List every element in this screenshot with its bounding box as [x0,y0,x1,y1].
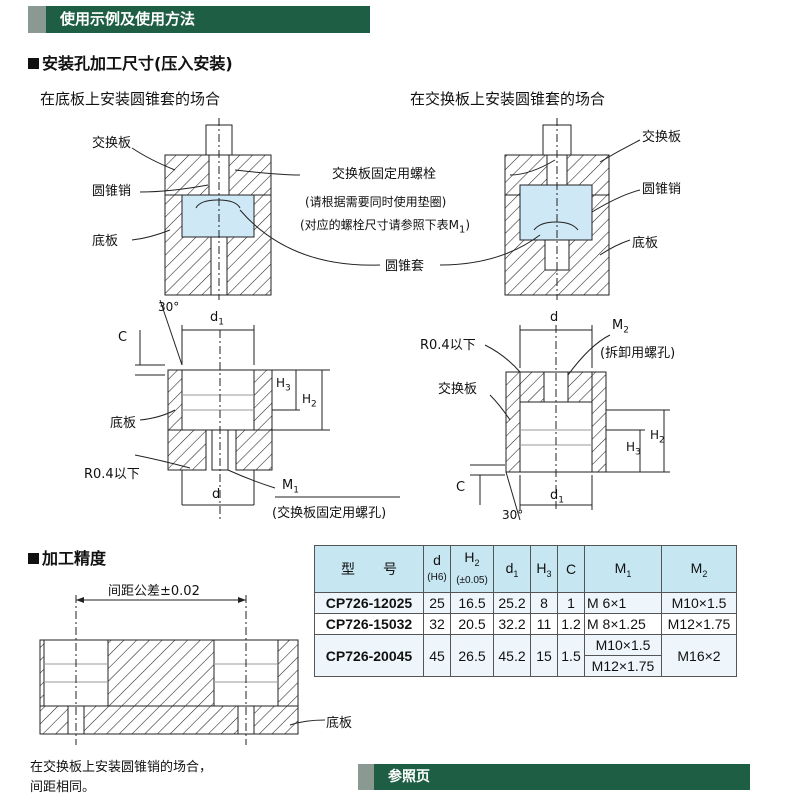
dim-m2-note: (拆卸用螺孔) [600,346,676,361]
dim-h3-left: H3 [276,376,291,394]
dim-d-left: d [212,487,221,502]
dim-c-left: C [118,330,128,345]
table-header-row: 型 号 d(H6) H2(±0.05) d1 H3 C M1 M2 [314,545,737,593]
header-c: C [557,545,585,593]
dim-d1-right: d1 [550,488,564,506]
right-assembly-drawing [504,118,610,300]
pitch-tolerance: 间距公差±0.02 [108,584,200,599]
precision-note-line1: 在交换板上安装圆锥销的场合， [30,760,213,775]
header-h2: H2(±0.05) [450,545,494,593]
label-exchange-right-bottom: 交换板 [438,382,478,397]
header-d1: d1 [493,545,531,593]
left-hole-drawing [134,299,400,520]
left-assembly-drawing [164,118,272,300]
dim-d1-left: d1 [210,310,224,328]
banner-stub [28,6,46,33]
precision-section-title: 加工精度 [28,545,106,569]
leader-lines [131,139,641,266]
header-m1: M1 [584,545,662,593]
bolt-note-3: (对应的螺栓尺寸请参照下表M1) [300,218,471,236]
label-taper-pin-left: 圆锥销 [92,184,132,199]
table-row: CP726-20045 45 26.5 45.2 15 1.5 M10×1.5 … [314,634,737,677]
precision-note-line2: 间距相同。 [30,780,96,795]
left-caption: 在底板上安装圆锥套的场合 [40,90,221,108]
dim-angle-left: 30° [158,300,180,314]
right-hole-drawing [470,325,670,521]
dim-h2-left: H2 [302,392,317,410]
label-taper-pin-right: 圆锥销 [642,182,682,197]
bolt-note-1: 交换板固定用螺栓 [332,167,437,182]
label-base-plate-left: 底板 [92,234,119,249]
dim-d-right: d [550,310,559,325]
table-row: CP726-15032 32 20.5 32.2 11 1.2 M 8×1.25… [314,613,737,635]
dim-h2-right: H2 [650,428,665,446]
header-h3: H3 [530,545,558,593]
table-row: CP726-12025 25 16.5 25.2 8 1 M 6×1 M10×1… [314,592,737,614]
bolt-note-2: (请根据需要同时使用垫圈) [305,195,447,209]
dim-m2: M2 [612,318,629,336]
reference-banner: 参照页 [358,764,750,790]
label-exchange-plate-right: 交换板 [642,130,682,145]
dim-r04-left: R0.4以下 [84,467,140,482]
bullet-square-icon [28,553,39,564]
label-taper-bushing: 圆锥套 [385,259,425,274]
dim-m1-note: (交换板固定用螺孔) [272,506,387,521]
header-m2: M2 [661,545,737,593]
label-base-plate-right: 底板 [632,236,659,251]
label-base-plate-precision: 底板 [326,716,353,731]
header-model: 型 号 [314,545,424,593]
dim-c-right: C [456,480,466,495]
header-d: d(H6) [423,545,451,593]
dim-m1: M1 [282,478,299,496]
bullet-square-icon [28,58,39,69]
table-row: M12×1.75 [315,655,737,677]
label-base-left-bottom: 底板 [110,416,137,431]
section-banner: 使用示例及使用方法 [28,6,370,33]
dim-r04-right: R0.4以下 [420,338,476,353]
right-caption: 在交换板上安装圆锥套的场合 [410,90,606,108]
dim-angle-right: 30° [502,508,524,522]
label-exchange-plate-left: 交换板 [92,136,132,151]
banner-title: 使用示例及使用方法 [60,10,196,28]
reference-stub [358,764,374,790]
precision-drawing [39,595,326,745]
spec-table: 型 号 d(H6) H2(±0.05) d1 H3 C M1 M2 CP726-… [314,545,737,677]
install-section-title: 安装孔加工尺寸(压入安装) [28,50,233,74]
reference-title: 参照页 [388,769,430,785]
dim-h3-right: H3 [626,440,641,458]
